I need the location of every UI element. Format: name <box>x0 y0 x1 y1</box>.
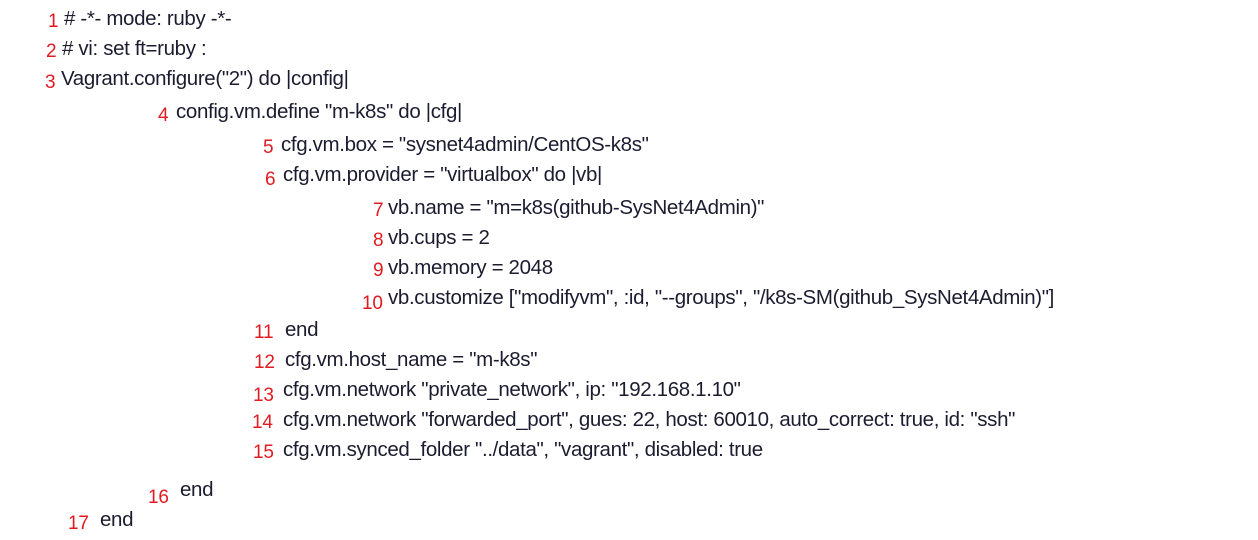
line-number: 16 <box>148 487 169 508</box>
line-code: end <box>100 508 134 531</box>
line-code: config.vm.define "m-k8s" do |cfg| <box>176 100 462 123</box>
line-code: vb.customize ["modifyvm", :id, "--groups… <box>388 286 1055 309</box>
line-code: end <box>180 478 214 501</box>
line-code: vb.cups = 2 <box>388 226 490 249</box>
line-number: 6 <box>265 169 276 190</box>
line-number: 4 <box>158 105 169 126</box>
line-number: 14 <box>252 412 273 433</box>
line-number: 1 <box>48 11 59 32</box>
line-code: # -*- mode: ruby -*- <box>64 7 232 30</box>
line-code: cfg.vm.network "forwarded_port", gues: 2… <box>283 408 1016 431</box>
line-number: 3 <box>45 72 56 93</box>
line-number: 5 <box>263 137 274 158</box>
line-number: 11 <box>254 322 274 343</box>
line-number: 13 <box>253 385 274 406</box>
line-code: cfg.vm.host_name = "m-k8s" <box>285 348 538 371</box>
line-code: vb.memory = 2048 <box>388 256 553 279</box>
line-number: 7 <box>373 200 384 221</box>
line-number: 2 <box>46 41 57 62</box>
line-number: 8 <box>373 230 384 251</box>
line-code: cfg.vm.synced_folder "../data", "vagrant… <box>283 438 763 461</box>
line-number: 12 <box>254 352 275 373</box>
line-number: 15 <box>253 442 274 463</box>
line-code: vb.name = "m=k8s(github-SysNet4Admin)" <box>388 196 765 219</box>
line-code: cfg.vm.box = "sysnet4admin/CentOS-k8s" <box>281 133 649 156</box>
line-number: 17 <box>68 513 89 534</box>
line-number: 10 <box>362 293 383 314</box>
line-code: cfg.vm.provider = "virtualbox" do |vb| <box>283 163 602 186</box>
line-code: # vi: set ft=ruby : <box>62 37 207 60</box>
line-code: cfg.vm.network "private_network", ip: "1… <box>283 378 741 401</box>
line-code: end <box>285 318 319 341</box>
line-code: Vagrant.configure("2") do |config| <box>61 67 349 90</box>
line-number: 9 <box>373 260 384 281</box>
